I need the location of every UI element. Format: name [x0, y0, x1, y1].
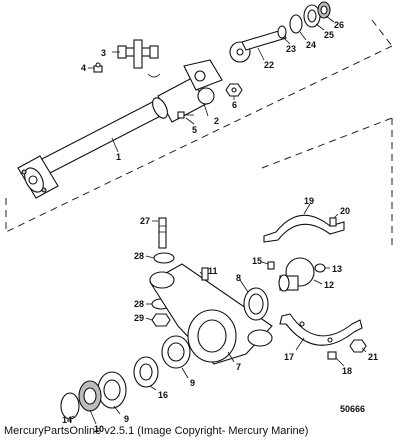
callout-21: 21 [368, 352, 378, 362]
stud-27 [158, 217, 167, 249]
callout-12: 12 [324, 280, 334, 290]
callout-9a: 9 [190, 378, 195, 388]
callout-1: 1 [116, 152, 121, 162]
callout-4: 4 [81, 63, 86, 73]
callout-8: 8 [236, 273, 241, 283]
callout-14: 14 [62, 415, 72, 425]
snap-ring-14 [60, 392, 80, 420]
callout-9b: 9 [124, 414, 129, 424]
bearing-25 [303, 4, 321, 28]
bolt-5 [177, 111, 194, 119]
callout-23: 23 [286, 44, 296, 54]
bearing-9a [161, 335, 191, 369]
callout-10: 10 [94, 424, 104, 434]
nut-29 [151, 313, 171, 327]
callout-22: 22 [264, 60, 274, 70]
ring-23 [277, 25, 287, 39]
output-shaft [229, 29, 287, 63]
callout-20: 20 [340, 206, 350, 216]
dashed-boundary [5, 19, 393, 250]
upper-strap [263, 214, 345, 243]
leader-lines [69, 15, 367, 425]
lower-strap [279, 313, 363, 346]
callout-3: 3 [101, 48, 106, 58]
callout-6: 6 [232, 100, 237, 110]
callouts: 1 2 3 4 5 6 7 8 9 9 10 11 12 13 14 15 16… [62, 20, 378, 434]
callout-29: 29 [134, 313, 144, 323]
u-joint [117, 39, 161, 78]
slip-yoke [152, 77, 215, 123]
callout-28a: 28 [134, 251, 144, 261]
bolt-20 [329, 217, 337, 227]
figure-number: 50666 [340, 404, 365, 414]
bearing-9b [97, 371, 127, 409]
callout-13: 13 [332, 264, 342, 274]
seal-ring-8 [243, 287, 269, 321]
callout-2: 2 [214, 116, 219, 126]
seal-10 [78, 380, 102, 412]
callout-19: 19 [304, 196, 314, 206]
flange-yoke [17, 155, 59, 199]
callout-5: 5 [192, 125, 197, 135]
callout-28b: 28 [134, 299, 144, 309]
pivot-yoke [183, 59, 223, 91]
callout-27: 27 [140, 216, 150, 226]
image-caption: MercuryPartsOnline v2.5.1 (Image Copyrig… [4, 425, 309, 437]
callout-25: 25 [324, 30, 334, 40]
callout-7: 7 [236, 362, 241, 372]
seal-26 [317, 1, 331, 19]
fitting-15 [267, 261, 275, 270]
callout-26: 26 [334, 20, 344, 30]
grease-fitting [93, 62, 103, 73]
snap-ring-24 [289, 14, 303, 34]
housing [149, 263, 273, 365]
spacer-16 [133, 356, 159, 388]
screw-18 [327, 351, 337, 360]
callout-18: 18 [342, 366, 352, 376]
gimbal-bearing-12 [278, 257, 315, 292]
o-ring-13 [314, 263, 326, 273]
nut-21 [349, 339, 367, 353]
callout-15: 15 [252, 256, 262, 266]
callout-17: 17 [284, 352, 294, 362]
callout-16: 16 [158, 390, 168, 400]
callout-24: 24 [306, 40, 316, 50]
nut-6 [225, 83, 243, 97]
callout-11: 11 [208, 266, 218, 276]
washer-28-top [153, 252, 175, 264]
